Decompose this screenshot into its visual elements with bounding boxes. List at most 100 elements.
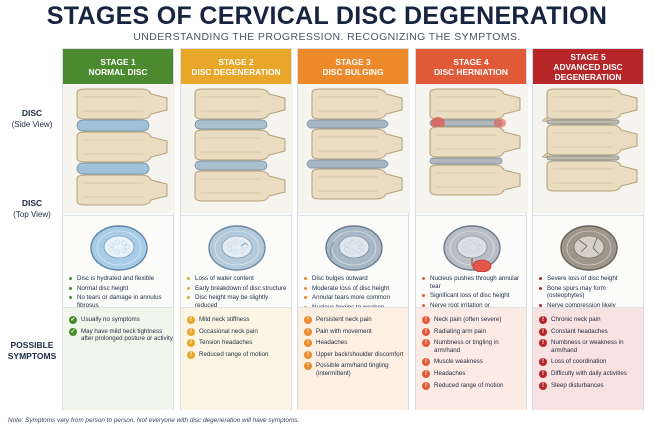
symptoms-list: !Chronic neck pain!Constant headaches!Nu…	[539, 316, 643, 393]
side-disc	[306, 159, 389, 169]
bullet-dot-icon	[69, 296, 72, 300]
list-item: Nucleus pushes through annular tear	[422, 275, 524, 290]
side-disc	[546, 155, 620, 161]
row-label-side-view: DISC (Side View)	[4, 108, 60, 130]
row-label-symptoms: POSSIBLE SYMPTOMS	[4, 340, 60, 362]
disc-finding-text: No tears or damage in annulus fibrosus	[77, 294, 162, 309]
list-item: ! Headaches	[304, 339, 408, 348]
list-item: ✓May have mild neck tightness after prol…	[69, 327, 173, 343]
list-item: Bone spurs may form (osteophytes)	[539, 285, 641, 300]
exclamation-icon: !	[187, 327, 195, 336]
disc-finding-text: Disc is hydrated and flexible	[77, 275, 155, 282]
disc-finding-text: Significant loss of disc height	[430, 292, 510, 300]
list-item: Disc is hydrated and flexible	[69, 275, 171, 283]
exclamation-icon: !	[304, 339, 312, 348]
symptom-text: Usually no symptoms	[81, 316, 140, 323]
nucleus	[221, 235, 253, 259]
exclamation-icon: !	[539, 339, 547, 348]
spine-side-svg	[181, 85, 293, 213]
list-item: !Chronic neck pain	[539, 316, 643, 324]
disc-top-svg	[325, 225, 383, 271]
list-item: !Pain with movement	[304, 327, 408, 336]
disc-finding-text: Normal disc height	[77, 284, 129, 292]
disc-finding-text: Annular tears more common	[312, 294, 391, 302]
symptom-text: Possible arm/hand tingling (intermittent…	[316, 362, 389, 377]
herniated-nucleus	[472, 259, 492, 272]
symptoms-section: !Persistent neck pain!Pain with movement…	[298, 307, 408, 410]
list-item: !Upper back/shoulder discomfort	[304, 350, 408, 359]
vertebra	[194, 170, 286, 202]
vertebra	[429, 164, 521, 196]
symptom-text: Headaches	[316, 339, 348, 347]
disc-finding-text: Disc bulges outward	[312, 275, 368, 282]
bullet-dot-icon	[422, 303, 425, 307]
symptom-text: Reduced range of motion	[199, 350, 269, 358]
symptoms-list: !Persistent neck pain!Pain with movement…	[304, 316, 408, 382]
list-item: !Reduced range of motion	[422, 381, 526, 390]
stage-header-line2: DISC BULGING	[322, 66, 384, 77]
symptoms-list: ✓Usually no symptoms✓May have mild neck …	[69, 316, 173, 347]
symptom-text: Constant headaches	[551, 327, 608, 335]
symptom-text: Tension headaches	[199, 339, 253, 347]
page-subtitle: UNDERSTANDING THE PROGRESSION. RECOGNIZI…	[133, 31, 521, 43]
vertebra	[429, 126, 521, 158]
exclamation-icon: !	[187, 316, 195, 324]
list-item: !Radiating arm pain	[422, 327, 526, 336]
side-view-illustration	[416, 85, 528, 213]
disc-finding-text: Disc height may be slightly reduced	[195, 294, 269, 309]
exclamation-icon: !	[539, 316, 547, 324]
disc-finding-text: Severe loss of disc height	[547, 275, 618, 282]
disc-top-svg	[90, 225, 148, 271]
list-item: !Constant headaches	[539, 327, 643, 336]
disc-finding-text: Loss of water content	[195, 275, 254, 282]
exclamation-icon: !	[422, 327, 430, 336]
list-item: !Muscle weakness	[422, 358, 526, 367]
symptom-text: Numbness or weakness in arm/hand	[551, 339, 624, 354]
nucleus	[573, 235, 605, 259]
exclamation-icon: !	[304, 362, 312, 371]
vertebra	[311, 168, 403, 200]
list-item: ! Possible arm/hand tingling (intermitten…	[304, 362, 408, 377]
small-tear	[240, 242, 249, 247]
symptom-text: Pain with movement	[316, 327, 372, 335]
fissure-lines	[578, 237, 600, 255]
bullet-dot-icon	[422, 277, 425, 280]
vertebra	[311, 128, 403, 160]
stage-header-line1: STAGE 4	[453, 56, 489, 67]
list-item: !Difficulty with daily activities	[539, 369, 643, 378]
side-view-illustration	[298, 85, 410, 213]
bullet-dot-icon	[539, 286, 542, 290]
bulge-edge	[329, 241, 335, 259]
list-item: Normal disc height	[69, 285, 171, 293]
spine-side-svg	[416, 85, 528, 213]
row-label-symptoms-main2: SYMPTOMS	[7, 351, 57, 361]
vertebra	[76, 88, 168, 120]
exclamation-icon: !	[422, 369, 430, 378]
vertebra	[76, 174, 168, 206]
list-item: Moderate loss of disc height	[304, 285, 406, 293]
disc-finding-text: Nucleus pushes through annular tear	[430, 275, 520, 290]
bullet-dot-icon	[422, 294, 425, 298]
stage-header-line2: DISC DEGENERATION	[191, 66, 281, 77]
list-item: ! Mild neck stiffness	[187, 316, 291, 324]
spine-side-svg	[533, 85, 645, 213]
stage-header-line1: STAGE 1	[100, 56, 136, 67]
footnote: Note: Symptoms vary from person to perso…	[8, 417, 300, 424]
row-label-side-main: DISC	[21, 108, 43, 118]
list-item: !Sleep disturbances	[539, 381, 643, 390]
stage-header-line2: ADVANCED DISC	[553, 61, 623, 72]
list-item: Significant loss of disc height	[422, 292, 524, 300]
bullet-dot-icon	[304, 277, 307, 280]
bone-spur	[541, 152, 549, 159]
symptom-text: Muscle weakness	[434, 358, 483, 366]
symptom-text: Neck pain (often severe)	[434, 316, 502, 323]
stage-header-line1: STAGE 2	[218, 56, 254, 67]
symptom-text: Mild neck stiffness	[199, 316, 250, 323]
exclamation-icon: !	[304, 316, 312, 324]
